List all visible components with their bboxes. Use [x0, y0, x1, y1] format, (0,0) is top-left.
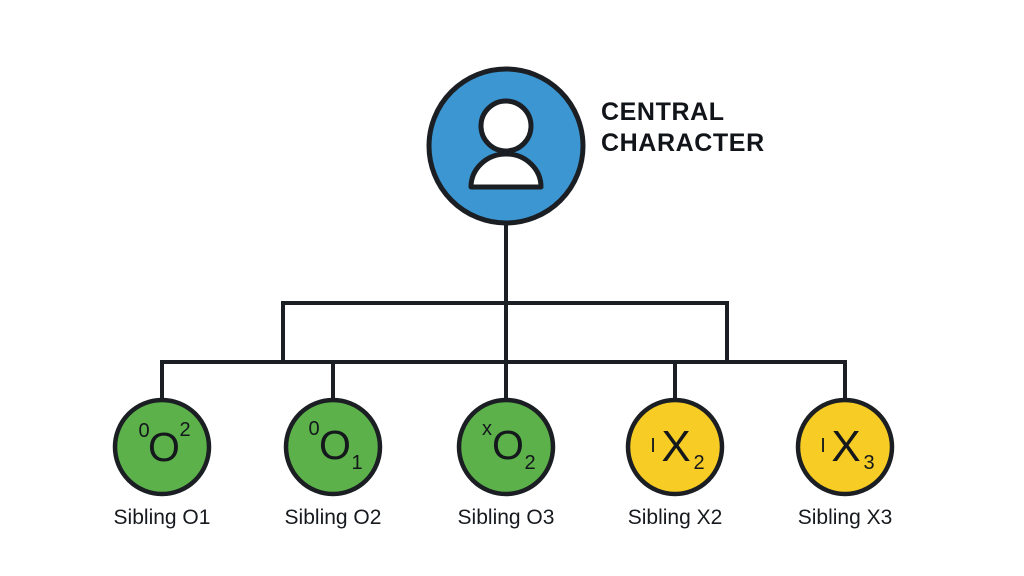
person-icon: [468, 98, 544, 190]
node-sibling-x2[interactable]: X I 2: [625, 397, 725, 497]
sibling-o1-glyph-superscript-left: 0: [138, 420, 149, 442]
node-sibling-x3[interactable]: X I 3: [795, 397, 895, 497]
node-sibling-o1[interactable]: O 0 2: [112, 397, 212, 497]
sibling-o1-glyph-superscript-right: 2: [179, 419, 190, 441]
sibling-o2-label: Sibling O2: [285, 506, 382, 529]
sibling-x3-glyph-subscript-right: 3: [863, 452, 874, 474]
sibling-o3-circle[interactable]: [456, 397, 556, 497]
sibling-o3-glyph-subscript-right: 2: [524, 452, 535, 474]
sibling-o1-glyph-main: O: [148, 424, 180, 470]
sibling-x3-glyph-superscript-left: I: [820, 435, 826, 457]
sibling-x3-label: Sibling X3: [798, 506, 893, 529]
central-character-node[interactable]: [426, 66, 586, 226]
sibling-x3-circle[interactable]: [795, 397, 895, 497]
sibling-x2-circle[interactable]: [625, 397, 725, 497]
central-title-line2: CHARACTER: [601, 129, 765, 157]
sibling-o1-circle[interactable]: [112, 397, 212, 497]
sibling-o2-glyph-main: O: [319, 422, 351, 468]
sibling-x2-glyph-superscript-left: I: [650, 435, 656, 457]
sibling-x3-glyph-main: X: [831, 422, 860, 471]
person-icon-body: [468, 151, 544, 190]
central-title-line1: CENTRAL: [601, 98, 725, 126]
person-icon-head: [478, 98, 534, 154]
sibling-o2-glyph-superscript-left: 0: [308, 418, 319, 440]
sibling-o3-glyph-main: O: [492, 422, 524, 468]
sibling-o1-label: Sibling O1: [114, 506, 211, 529]
node-sibling-o3[interactable]: O x 2: [456, 397, 556, 497]
sibling-o3-label: Sibling O3: [458, 506, 555, 529]
sibling-x2-glyph-main: X: [661, 422, 690, 471]
sibling-o2-circle[interactable]: [283, 397, 383, 497]
sibling-o3-glyph-superscript-left: x: [482, 418, 492, 440]
connector-lines: [160, 223, 847, 402]
central-character-title: CENTRAL CHARACTER: [601, 98, 765, 157]
node-sibling-o2[interactable]: O 0 1: [283, 397, 383, 497]
sibling-x2-label: Sibling X2: [628, 506, 723, 529]
sibling-x2-glyph-subscript-right: 2: [693, 452, 704, 474]
sibling-o2-glyph-subscript-right: 1: [351, 452, 362, 474]
